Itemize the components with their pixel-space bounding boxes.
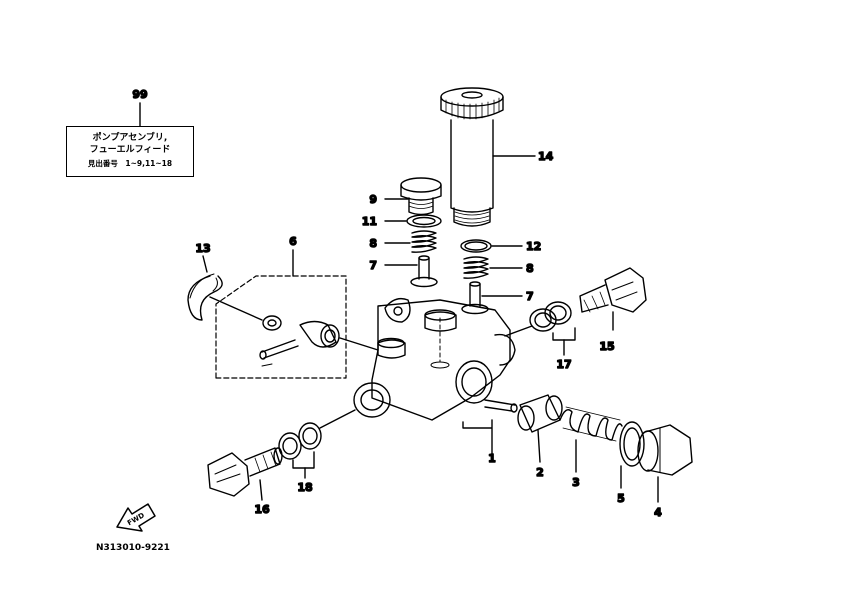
callout-18: 18	[297, 481, 312, 494]
callout-7-left: 7	[369, 259, 377, 272]
assembly-title-line1: ポンプアセンブリ,	[92, 133, 168, 143]
callout-99: 99	[132, 88, 147, 101]
callout-17: 17	[556, 358, 571, 371]
part-15-union-bolt	[579, 267, 647, 331]
assembly-title-line2: フューエルフィード	[89, 145, 171, 155]
fwd-arrow-icon	[116, 503, 156, 532]
callout-6: 6	[289, 235, 297, 248]
assembly-index-line: 見出番号 1~9,11~18	[87, 159, 173, 168]
part-12-o-ring	[460, 239, 523, 253]
fwd-label: FWD	[126, 511, 146, 527]
part-17-washers	[504, 301, 576, 356]
callout-8-right: 8	[526, 262, 534, 275]
callout-4: 4	[654, 506, 662, 519]
part-2-piston	[517, 394, 563, 463]
callout-12: 12	[526, 240, 541, 253]
callout-16: 16	[254, 503, 270, 516]
part-11-washer	[384, 214, 442, 228]
part-13-snap-ring	[187, 255, 223, 321]
callout-5: 5	[617, 492, 625, 505]
part-5-gasket	[619, 421, 645, 489]
part-8-spring-right	[463, 256, 523, 279]
part-9-plug	[384, 177, 442, 216]
part-8-spring-left	[384, 230, 437, 253]
drawing-reference-number: N313010-9221	[96, 543, 170, 553]
callout-11: 11	[362, 215, 377, 228]
part-18-washers	[278, 409, 356, 479]
callout-7-right: 7	[526, 290, 534, 303]
callout-1: 1	[488, 452, 496, 465]
part-16-union-bolt	[207, 447, 283, 501]
part-4-plug	[637, 424, 693, 503]
callout-3: 3	[572, 476, 580, 489]
callout-13: 13	[195, 242, 210, 255]
callout-2: 2	[536, 466, 544, 479]
callout-15: 15	[599, 340, 614, 353]
part-14-priming-pump	[440, 87, 536, 227]
callout-8-left: 8	[369, 237, 377, 250]
assembly-label-box: ポンプアセンブリ, フューエルフィード 見出番号 1~9,11~18	[66, 126, 194, 177]
part-3-spring	[559, 406, 623, 473]
part-6-check-valve-assy	[209, 249, 379, 379]
callout-14: 14	[538, 150, 554, 163]
part-7-valve-right	[461, 281, 523, 315]
part-1-pump-body	[353, 297, 518, 456]
part-7-valve-left	[384, 255, 438, 288]
callout-9: 9	[369, 193, 377, 206]
